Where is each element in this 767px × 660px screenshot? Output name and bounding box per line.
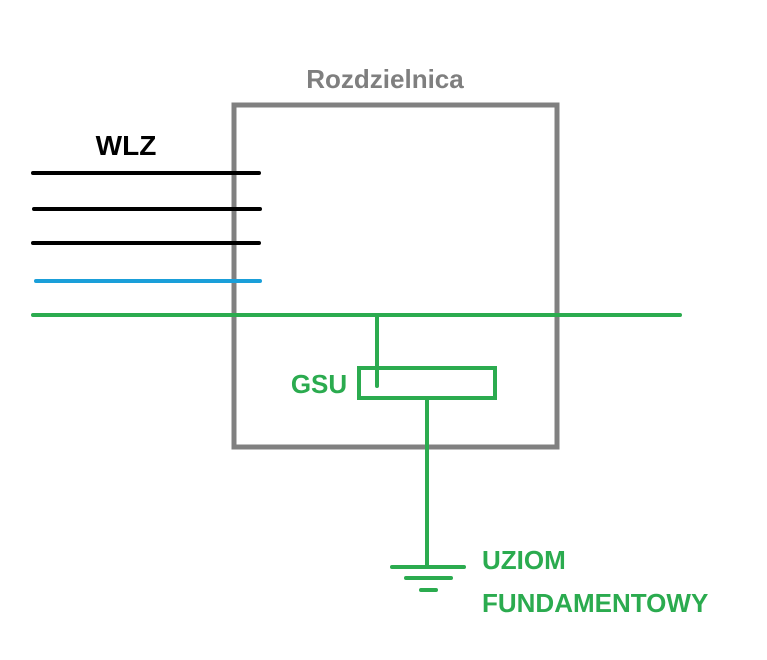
gsu-label: GSU — [291, 369, 347, 399]
ground-icon — [390, 565, 466, 592]
gsu-busbar — [357, 366, 497, 400]
switchboard-title: Rozdzielnica — [306, 64, 464, 94]
earth-electrode-label-line2: FUNDAMENTOWY — [482, 588, 708, 618]
wlz-label: WLZ — [96, 130, 157, 161]
switchboard-enclosure — [231, 102, 560, 450]
earth-electrode-label-line1: UZIOM — [482, 545, 566, 575]
